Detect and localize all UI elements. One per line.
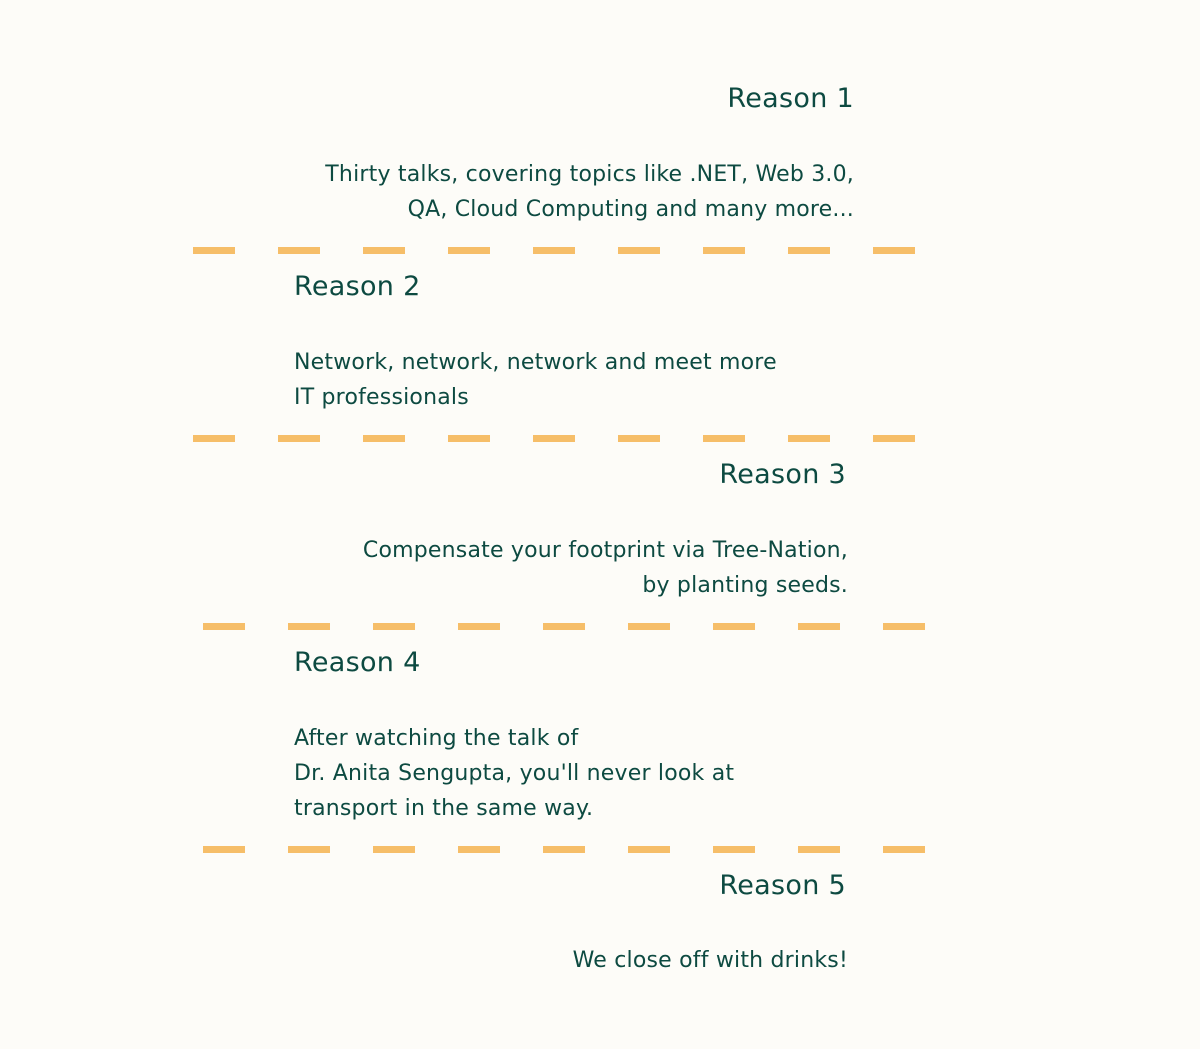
reason-4-text: After watching the talk of Dr. Anita Sen… [294,726,735,821]
dashed-divider-2 [193,435,957,442]
reason-3-text: Compensate your footprint via Tree-Natio… [362,538,848,598]
dashed-divider-4 [203,846,967,853]
reason-1-text: Thirty talks, covering topics like .NET,… [325,162,854,222]
reason-2-title: Reason 2 [294,271,421,302]
reason-5-title: Reason 5 [719,870,846,901]
reason-4-title: Reason 4 [294,647,421,678]
reason-1-title: Reason 1 [727,83,854,114]
reason-3-title: Reason 3 [719,459,846,490]
reason-2-text: Network, network, network and meet more … [294,350,777,410]
dashed-divider-1 [193,247,957,254]
reason-5-text: We close off with drinks! [572,948,848,973]
dashed-divider-3 [203,623,967,630]
